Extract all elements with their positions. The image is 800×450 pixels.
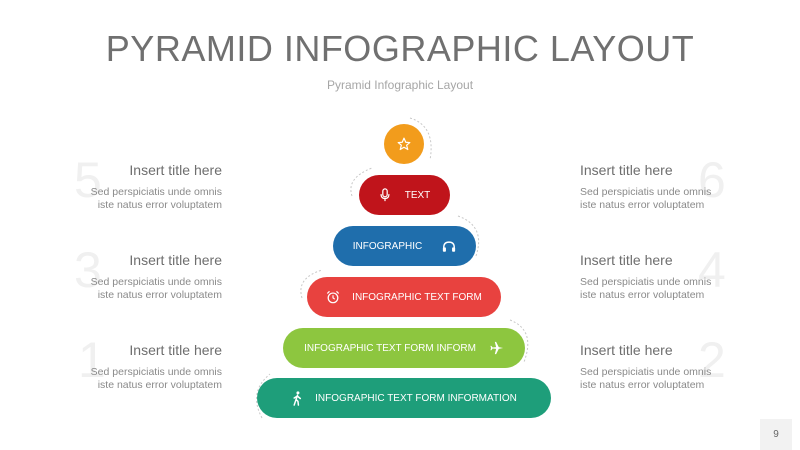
item-number-4: 4 (698, 242, 726, 298)
item-title-6: Insert title here (580, 162, 673, 178)
tier-label-infographic-text-form-inform: INFOGRAPHIC TEXT FORM INFORM (304, 342, 476, 354)
item-desc-4: Sed perspiciatis unde omnis iste natus e… (580, 276, 712, 301)
item-desc-5: Sed perspiciatis unde omnis iste natus e… (90, 186, 222, 211)
item-title-4: Insert title here (580, 252, 673, 268)
item-number-1: 1 (78, 332, 106, 388)
tier-label-infographic: INFOGRAPHIC (352, 240, 423, 252)
pyramid-top-circle (384, 124, 424, 164)
item-title-2: Insert title here (580, 342, 673, 358)
arc-inform-right (509, 319, 529, 363)
pyramid-tier-infographic-text-form-information: INFOGRAPHIC TEXT FORM INFORMATION (257, 378, 551, 418)
arc-top-right (409, 117, 432, 161)
item-number-6: 6 (698, 152, 726, 208)
item-desc-3: Sed perspiciatis unde omnis iste natus e… (90, 276, 222, 301)
star-icon (397, 137, 411, 151)
tier-label-text: TEXT (404, 189, 431, 201)
item-title-5: Insert title here (129, 162, 222, 178)
item-desc-2: Sed perspiciatis unde omnis iste natus e… (580, 366, 712, 391)
microphone-icon (379, 188, 391, 202)
item-number-2: 2 (698, 332, 726, 388)
walking-person-icon (291, 390, 303, 406)
item-desc-1: Sed perspiciatis unde omnis iste natus e… (90, 366, 222, 391)
tier-label-infographic-text-form-information: INFOGRAPHIC TEXT FORM INFORMATION (315, 392, 517, 404)
page-title: PYRAMID INFOGRAPHIC LAYOUT (105, 28, 695, 69)
tier-label-infographic-text-form: INFOGRAPHIC TEXT FORM (352, 291, 482, 303)
item-number-3: 3 (74, 242, 102, 298)
pyramid-tier-text: TEXT (359, 175, 450, 215)
alarm-clock-icon (326, 290, 340, 304)
page-subtitle: Pyramid Infographic Layout (326, 78, 474, 92)
arc-text-left (350, 167, 373, 197)
headphones-icon (442, 240, 456, 253)
item-title-1: Insert title here (129, 342, 222, 358)
airplane-icon (490, 341, 504, 355)
arc-infographic-right (457, 215, 480, 257)
pyramid-tier-infographic: INFOGRAPHIC (333, 226, 476, 266)
pyramid-tier-infographic-text-form-inform: INFOGRAPHIC TEXT FORM INFORM (283, 328, 525, 368)
item-desc-6: Sed perspiciatis unde omnis iste natus e… (580, 186, 712, 211)
arc-form-left (300, 269, 323, 299)
pyramid-tier-infographic-text-form: INFOGRAPHIC TEXT FORM (307, 277, 501, 317)
item-number-5: 5 (74, 152, 102, 208)
item-title-3: Insert title here (129, 252, 222, 268)
page-number: 9 (760, 419, 792, 450)
